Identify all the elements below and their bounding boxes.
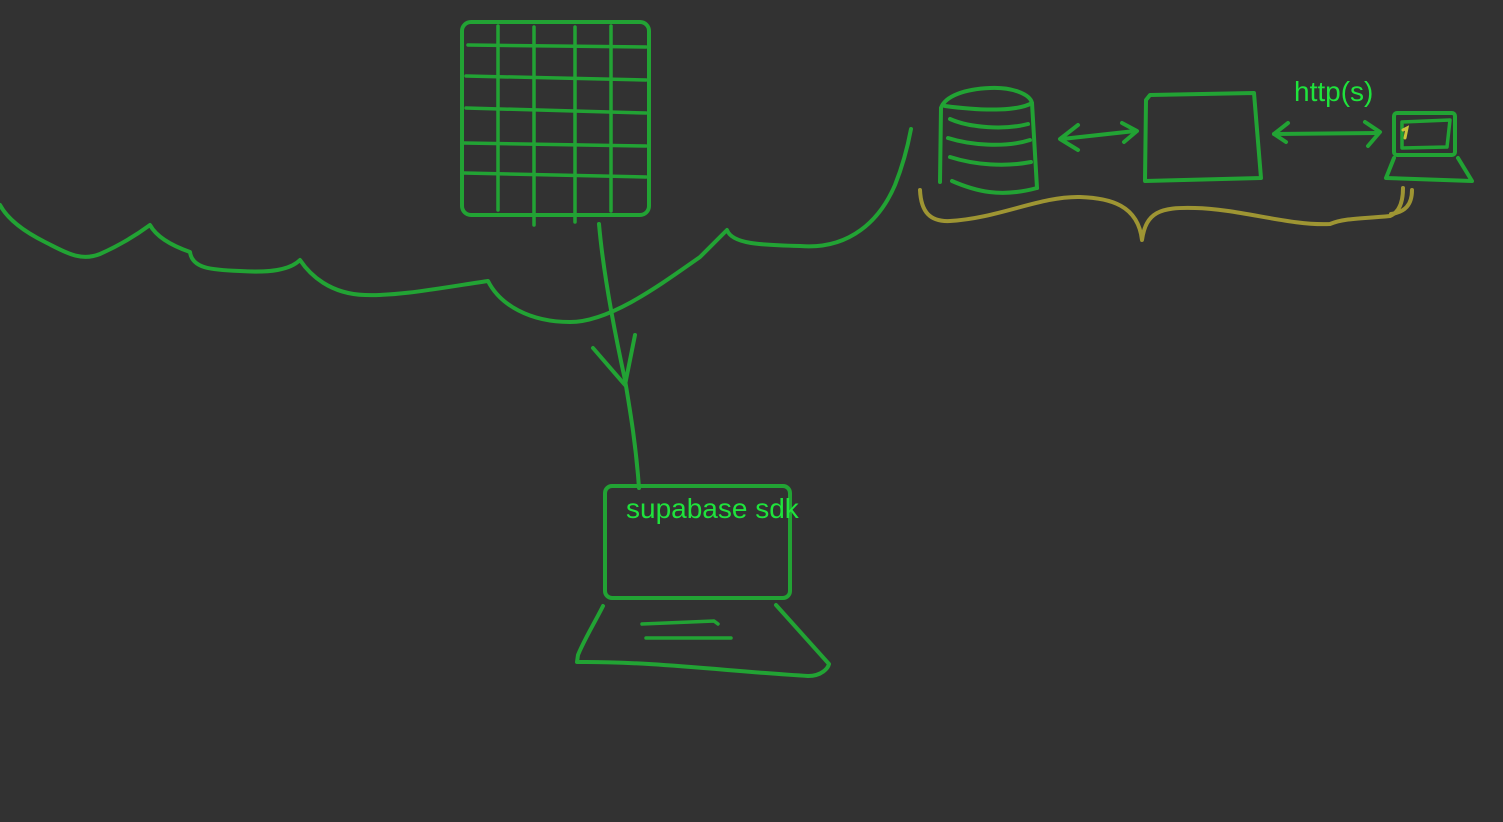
bidirectional-arrow xyxy=(1272,120,1382,148)
bidirectional-arrow xyxy=(1058,121,1139,152)
http-label: http(s) xyxy=(1294,76,1374,107)
down-arrow xyxy=(591,222,641,490)
database-icon xyxy=(938,85,1039,195)
boundary-line xyxy=(0,127,913,324)
laptop-icon xyxy=(1384,111,1474,183)
supabase-sdk-label: supabase sdk xyxy=(626,493,799,524)
table-grid-icon xyxy=(460,20,651,227)
grouping-brace xyxy=(918,186,1414,242)
laptop-icon xyxy=(575,484,831,678)
server-box-icon xyxy=(1143,91,1263,183)
